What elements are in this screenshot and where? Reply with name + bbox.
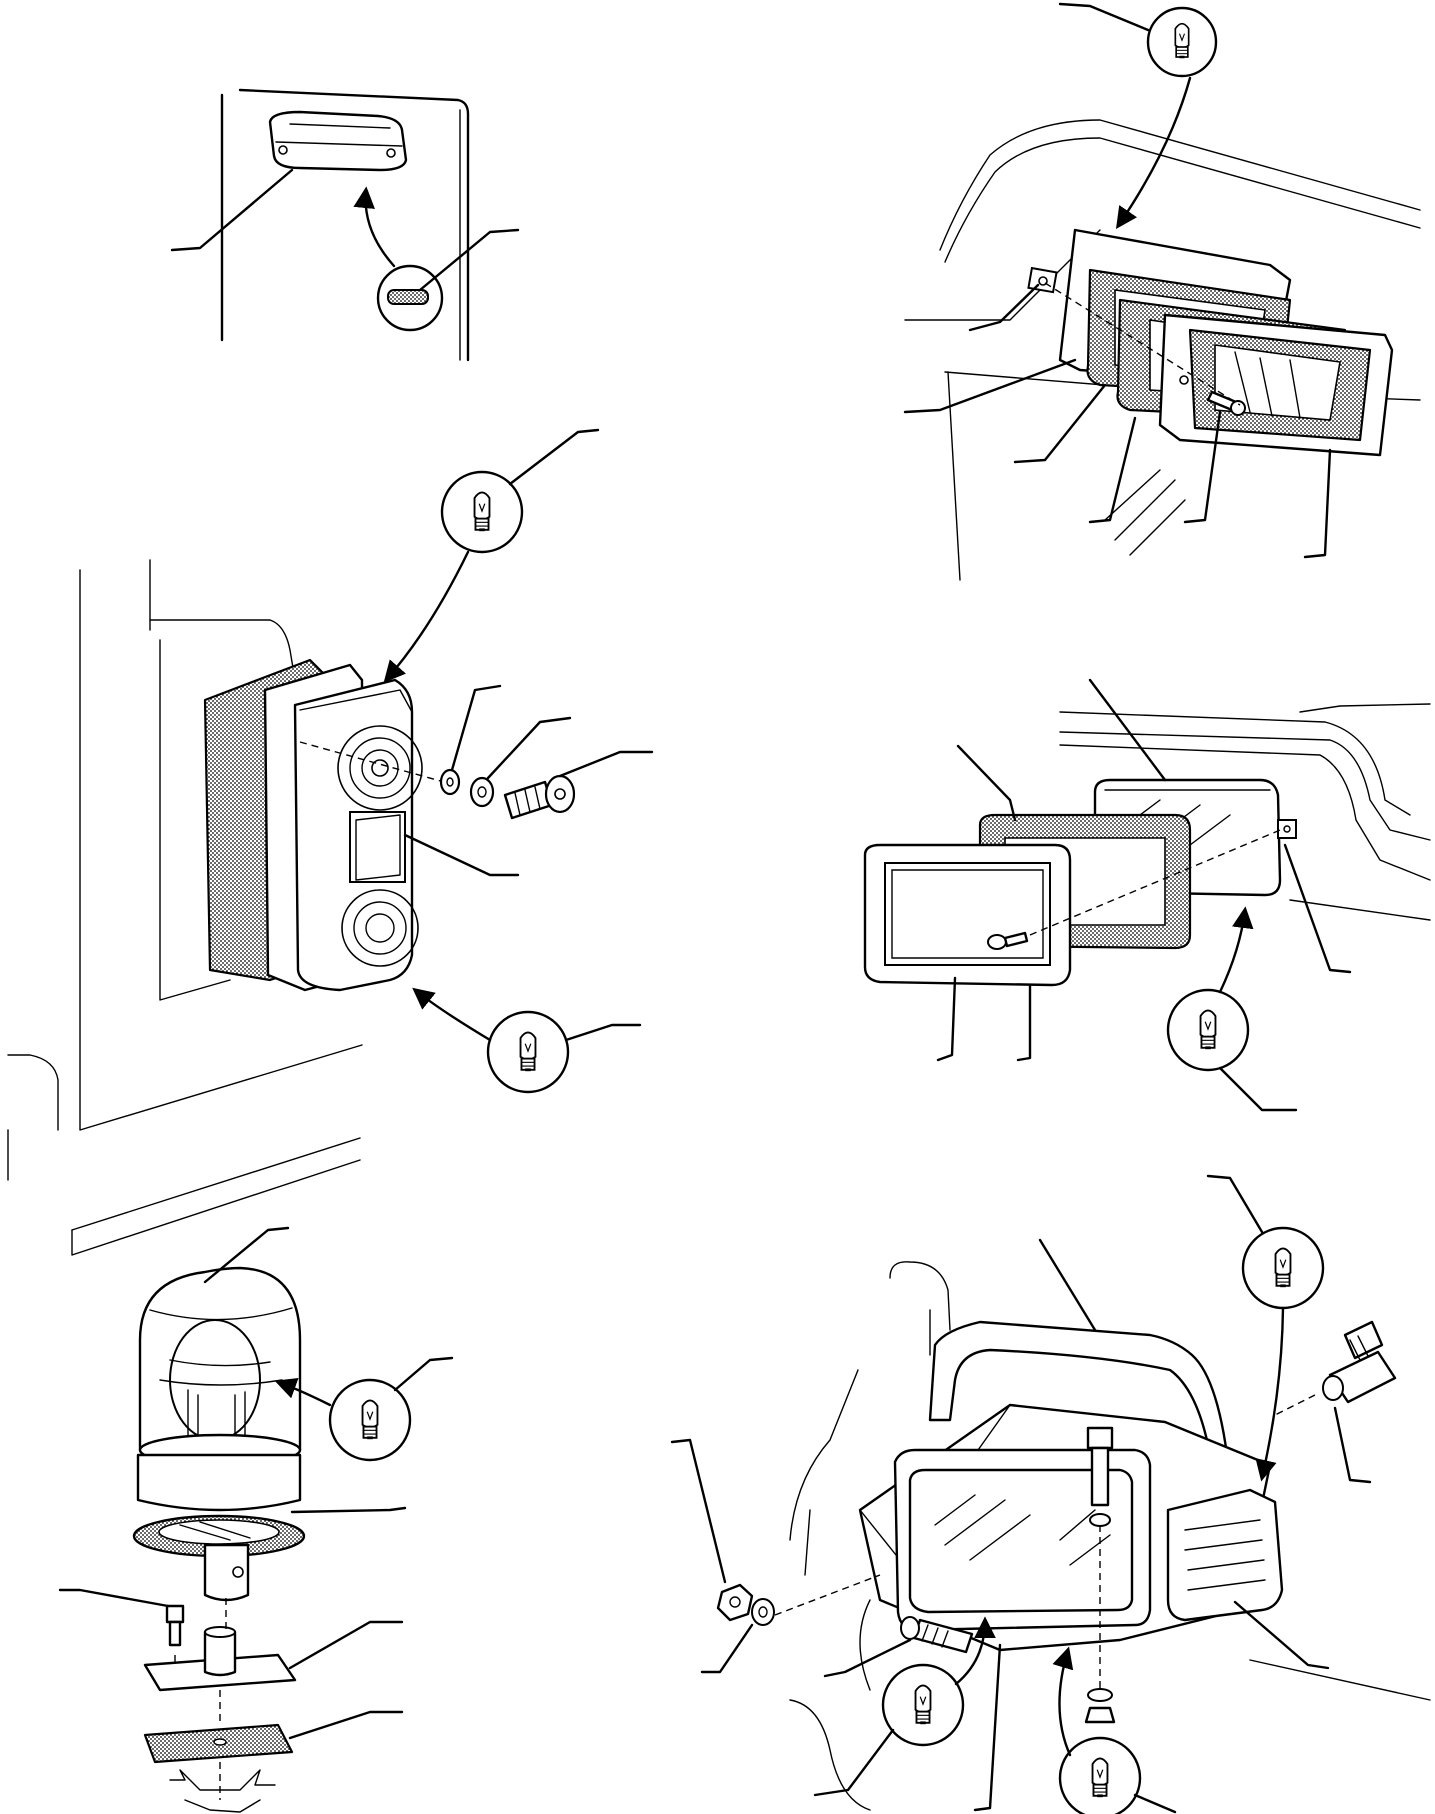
rear-lamp-lens (293, 678, 423, 992)
rear-lamp-lock-washer (469, 776, 495, 808)
beacon-base (132, 1453, 306, 1602)
arrow (412, 987, 492, 1042)
headlamp-lower-right-bulb-callout (1052, 1646, 1177, 1814)
arrow (383, 550, 470, 683)
rear-lamp-washer (439, 768, 461, 796)
work-lamp-screw (1206, 390, 1246, 416)
arrow (353, 186, 396, 268)
view-number-plate-lamp (170, 88, 520, 362)
side-lamp-frame (863, 843, 1072, 987)
beacon-bulb-callout (274, 1356, 454, 1462)
headlamp-bottom-nut (1084, 1688, 1116, 1724)
headlamp-bulb-callout (1206, 1174, 1325, 1482)
side-lamp-screw (987, 931, 1029, 950)
arrow (1218, 906, 1254, 994)
headlamp-lower-left-bulb-callout (813, 1616, 996, 1797)
arrow (1115, 76, 1192, 229)
festoon-bulb-callout (353, 186, 520, 332)
arrow (1255, 1306, 1285, 1482)
view-headlamp-assembly (670, 1174, 1431, 1814)
panel-outline (238, 88, 470, 362)
beacon-dome (138, 1266, 302, 1467)
number-plate-lamp-housing (268, 110, 408, 172)
view-rotating-beacon (58, 1226, 454, 1813)
view-front-work-lamp (903, 2, 1421, 581)
leader-line (170, 168, 294, 252)
headlamp-top-bolt (1086, 1426, 1114, 1527)
view-rear-combination-lamp (7, 428, 654, 1256)
arrow (1052, 1646, 1074, 1757)
beacon-gasket (143, 1723, 294, 1764)
rear-upper-bulb-callout (383, 428, 600, 683)
leader-line (418, 228, 520, 292)
headlamp-connector (1322, 1320, 1397, 1404)
work-lamp-rim (1158, 313, 1394, 457)
side-lamp-bulb-callout (1166, 906, 1298, 1112)
arrow (954, 1616, 996, 1686)
headlamp-side-washer (751, 1598, 775, 1626)
headlamp-side-nut (716, 1583, 754, 1622)
arrow (274, 1378, 332, 1407)
headlamp (893, 1448, 1152, 1632)
work-lamp-bulb-callout (1058, 2, 1218, 229)
rear-lamp-screw (503, 774, 576, 820)
leader-base (290, 1506, 407, 1514)
headlamp-indicator (1166, 1488, 1284, 1622)
rear-lower-bulb-callout (412, 987, 642, 1094)
beacon-screw (165, 1604, 185, 1647)
view-side-marker-lamp (863, 678, 1431, 1112)
beacon-bracket (143, 1626, 297, 1692)
